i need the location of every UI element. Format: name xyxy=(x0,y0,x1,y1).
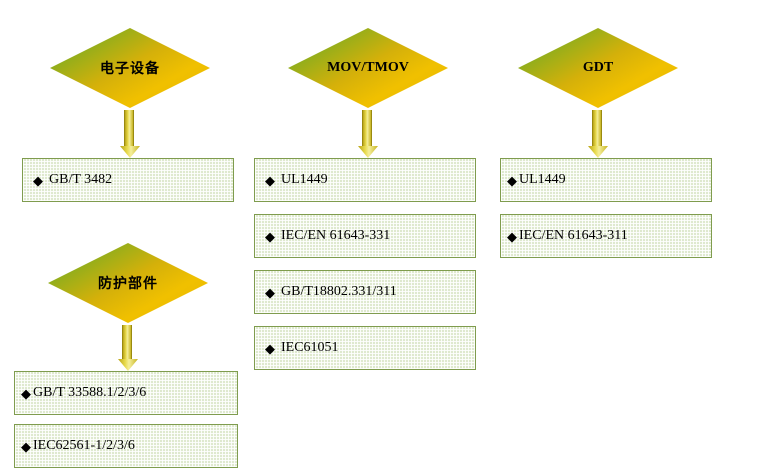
arrow-stem xyxy=(592,110,602,146)
bullet-icon: ◆ xyxy=(33,172,43,188)
node-mov-tmov: MOV/TMOV xyxy=(288,28,448,108)
standard-box-iec-en-61643-331: ◆ IEC/EN 61643-331 xyxy=(254,214,476,258)
standard-box-ul1449-mov: ◆ UL1449 xyxy=(254,158,476,202)
arrow-stem xyxy=(362,110,372,146)
bullet-icon: ◆ xyxy=(265,228,275,244)
arrow-head xyxy=(358,146,378,158)
standard-box-iec62561: ◆ IEC62561-1/2/3/6 xyxy=(14,424,238,468)
standard-label: IEC/EN 61643-331 xyxy=(281,228,391,243)
standard-label: IEC62561-1/2/3/6 xyxy=(33,438,135,453)
arrow-head xyxy=(588,146,608,158)
arrow-head xyxy=(118,359,138,371)
node-protection-component: 防护部件 xyxy=(48,243,208,323)
standard-label: IEC61051 xyxy=(281,340,339,355)
arrow-head xyxy=(120,146,140,158)
bullet-icon: ◆ xyxy=(507,172,517,188)
standard-box-gbt3482: ◆ GB/T 3482 xyxy=(22,158,234,202)
standard-label: UL1449 xyxy=(281,172,328,187)
arrow-gdt xyxy=(588,110,608,158)
standard-label: GB/T 3482 xyxy=(49,172,113,187)
node-gdt: GDT xyxy=(518,28,678,108)
bullet-icon: ◆ xyxy=(265,340,275,356)
standard-box-iec-en-61643-311: ◆ IEC/EN 61643-311 xyxy=(500,214,712,258)
arrow-stem xyxy=(124,110,134,146)
standard-label: UL1449 xyxy=(519,172,566,187)
standard-box-gbt18802: ◆ GB/T18802.331/311 xyxy=(254,270,476,314)
node-label-protection-component: 防护部件 xyxy=(98,277,158,292)
node-label-mov-tmov: MOV/TMOV xyxy=(327,60,409,75)
bullet-icon: ◆ xyxy=(21,385,31,401)
bullet-icon: ◆ xyxy=(21,438,31,454)
arrow-protection-component xyxy=(118,325,138,371)
bullet-icon: ◆ xyxy=(265,284,275,300)
arrow-stem xyxy=(122,325,132,359)
standard-box-ul1449-gdt: ◆ UL1449 xyxy=(500,158,712,202)
node-label-electronic-equipment: 电子设备 xyxy=(100,62,160,77)
standard-label: GB/T 33588.1/2/3/6 xyxy=(33,385,147,400)
arrow-mov-tmov xyxy=(358,110,378,158)
node-label-gdt: GDT xyxy=(582,60,614,75)
standard-label: IEC/EN 61643-311 xyxy=(519,228,628,243)
standard-box-iec61051: ◆ IEC61051 xyxy=(254,326,476,370)
standard-box-gbt33588: ◆ GB/T 33588.1/2/3/6 xyxy=(14,371,238,415)
arrow-electronic-equipment xyxy=(120,110,140,158)
bullet-icon: ◆ xyxy=(265,172,275,188)
bullet-icon: ◆ xyxy=(507,228,517,244)
node-electronic-equipment: 电子设备 xyxy=(50,28,210,108)
standard-label: GB/T18802.331/311 xyxy=(281,284,397,299)
